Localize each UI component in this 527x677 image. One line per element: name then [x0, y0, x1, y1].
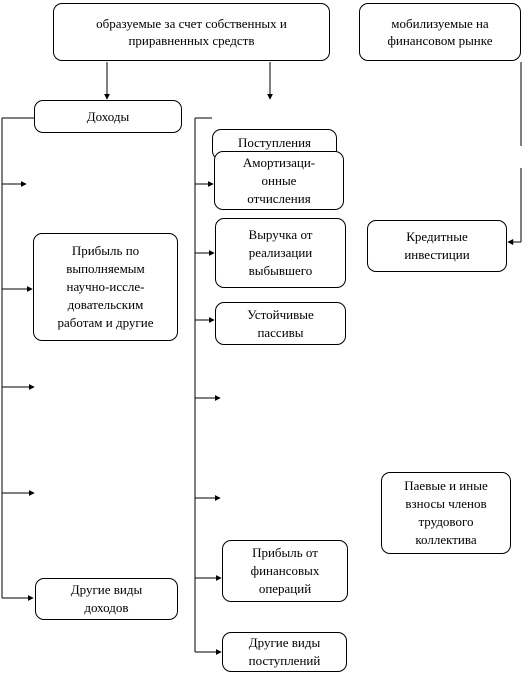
depreciation-box: Амортизаци- онные отчисления [214, 151, 344, 210]
financial-profit-box: Прибыль от финансовых операций [222, 540, 348, 602]
credit-investments-box: Кредитные инвестиции [367, 220, 507, 272]
share-contributions-box: Паевые и иные взносы членов трудового ко… [381, 472, 511, 554]
other-receipts-box: Другие виды поступлений [222, 632, 347, 672]
research-profit-box: Прибыль по выполняемым научно-иссле- дов… [33, 233, 178, 341]
other-income-box: Другие виды доходов [35, 578, 178, 620]
stable-liabilities-box: Устойчивые пассивы [215, 302, 346, 345]
income-box: Доходы [34, 100, 182, 133]
source-financial-market-box: мобилизуемые на финансовом рынке [359, 3, 521, 61]
disposal-revenue-box: Выручка от реализации выбывшего [215, 218, 346, 288]
source-own-funds-box: образуемые за счет собственных и приравн… [53, 3, 330, 61]
